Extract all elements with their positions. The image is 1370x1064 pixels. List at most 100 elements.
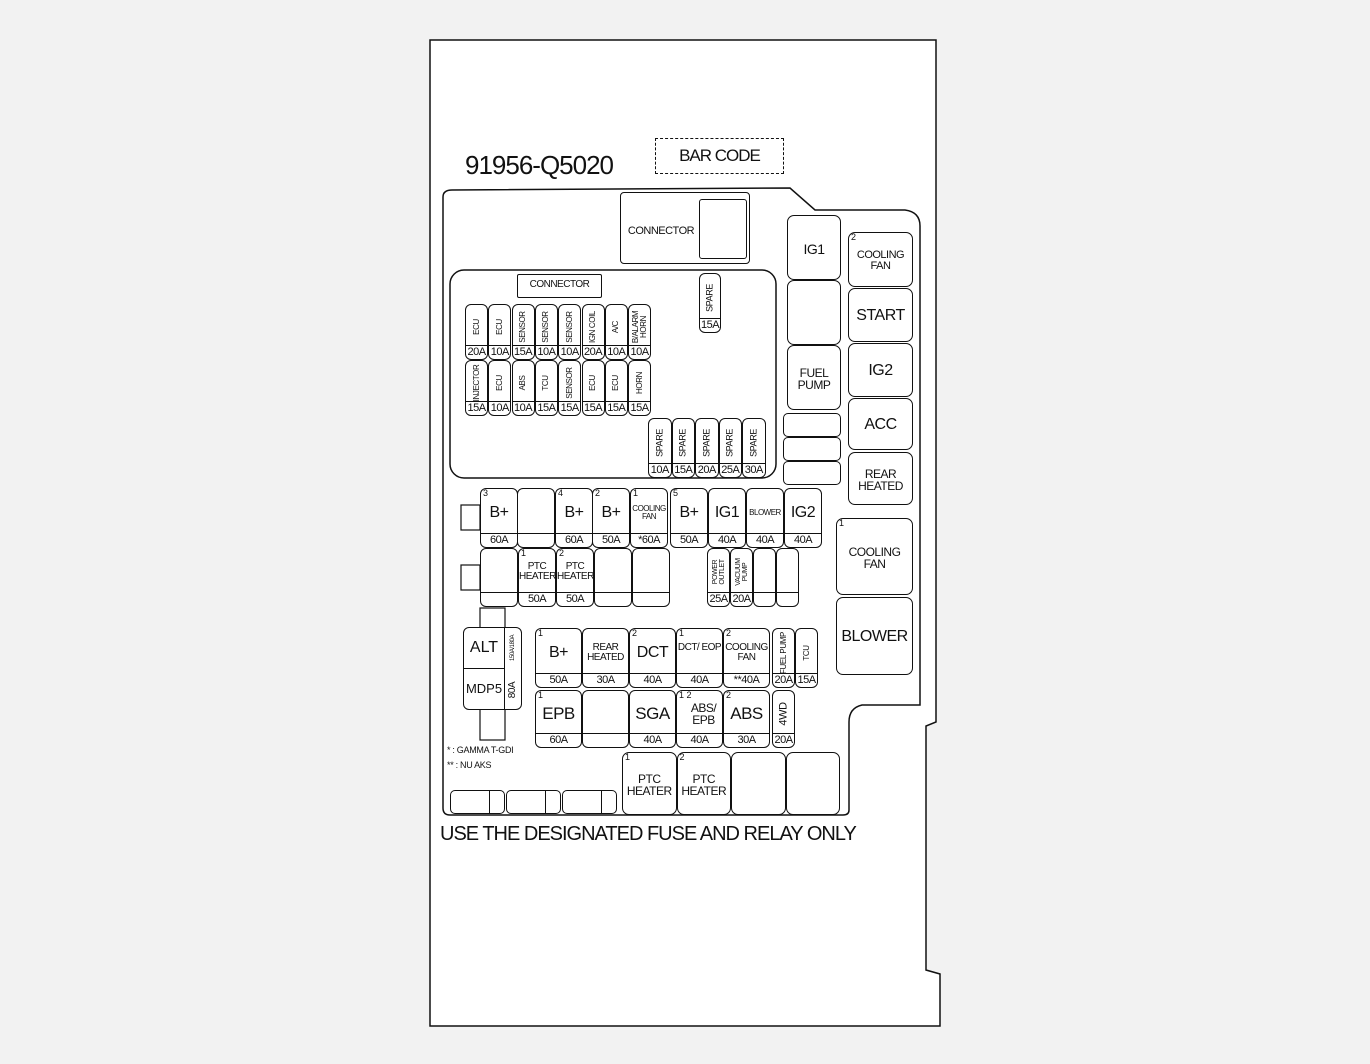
fuel-pump-relay[interactable]: FUEL PUMP (787, 345, 841, 410)
fuse-rating (481, 592, 517, 606)
fuse-rating: 15A (535, 401, 557, 414)
fuse-rating: 40A (709, 533, 745, 547)
spare-fuse[interactable]: SPARE 25A (718, 418, 742, 478)
fuse-rating: 20A (582, 345, 604, 358)
blower-relay[interactable]: BLOWER (836, 597, 913, 675)
acc-relay[interactable]: ACC (848, 398, 913, 450)
fuse-number: 1 (538, 628, 544, 638)
rear-heated-relay[interactable]: REAR HEATED (848, 452, 913, 505)
fuse-rating: 20A (731, 592, 752, 605)
fuse-number: 1 (521, 548, 527, 558)
start-relay[interactable]: START (848, 288, 913, 342)
fuse-label: SPARE (724, 428, 735, 457)
empty-fuse[interactable] (517, 488, 555, 548)
empty-relay[interactable] (785, 752, 840, 815)
fuse-rating: 30A (724, 733, 769, 747)
fuse-number: 2 (595, 488, 601, 498)
empty-relay[interactable] (787, 280, 841, 345)
fuse-rating: 20A (696, 463, 718, 476)
fuse-rating: 50A (593, 533, 629, 547)
fuse-label: SENSOR (541, 310, 551, 343)
ig1-relay[interactable]: IG1 (787, 215, 841, 280)
main-connector[interactable]: CONNECTOR (620, 192, 750, 264)
fuse-label: COOLING FAN (725, 641, 768, 663)
note-nu: ** : NU AKS (447, 760, 492, 770)
fuse-number: 1 (625, 752, 631, 762)
fuse-label: SENSOR (518, 310, 528, 343)
empty-fuse[interactable] (594, 548, 632, 607)
small-relay-slot[interactable] (450, 790, 505, 814)
fuse-rating: 25A (719, 463, 741, 476)
fuse-label: PTC HEATER (557, 561, 594, 582)
small-connector[interactable]: CONNECTOR (517, 274, 602, 298)
small-relay-slot[interactable] (783, 413, 841, 437)
empty-fuse[interactable] (753, 548, 776, 607)
empty-fuse[interactable] (582, 690, 629, 748)
fuse-rating: 10A (489, 345, 511, 358)
fuse-label: FUEL PUMP (797, 365, 831, 392)
fuse-rating: 20A (773, 733, 794, 746)
empty-fuse[interactable] (632, 548, 670, 607)
alt-mdp5-fuse[interactable]: ALT MDP5 150A/180A 80A (463, 627, 522, 710)
small-relay-slot[interactable] (562, 790, 617, 814)
small-relay-slot[interactable] (783, 437, 841, 461)
empty-fuse[interactable] (480, 548, 518, 607)
empty-fuse[interactable] (776, 548, 799, 607)
fuse-label: ABS (518, 375, 528, 390)
small-relay-slot[interactable] (783, 461, 841, 485)
empty-relay[interactable] (731, 752, 786, 815)
small-relay-slot[interactable] (506, 790, 561, 814)
ig2-relay[interactable]: IG2 (848, 343, 913, 397)
fuse-rating: 15A (672, 463, 694, 476)
